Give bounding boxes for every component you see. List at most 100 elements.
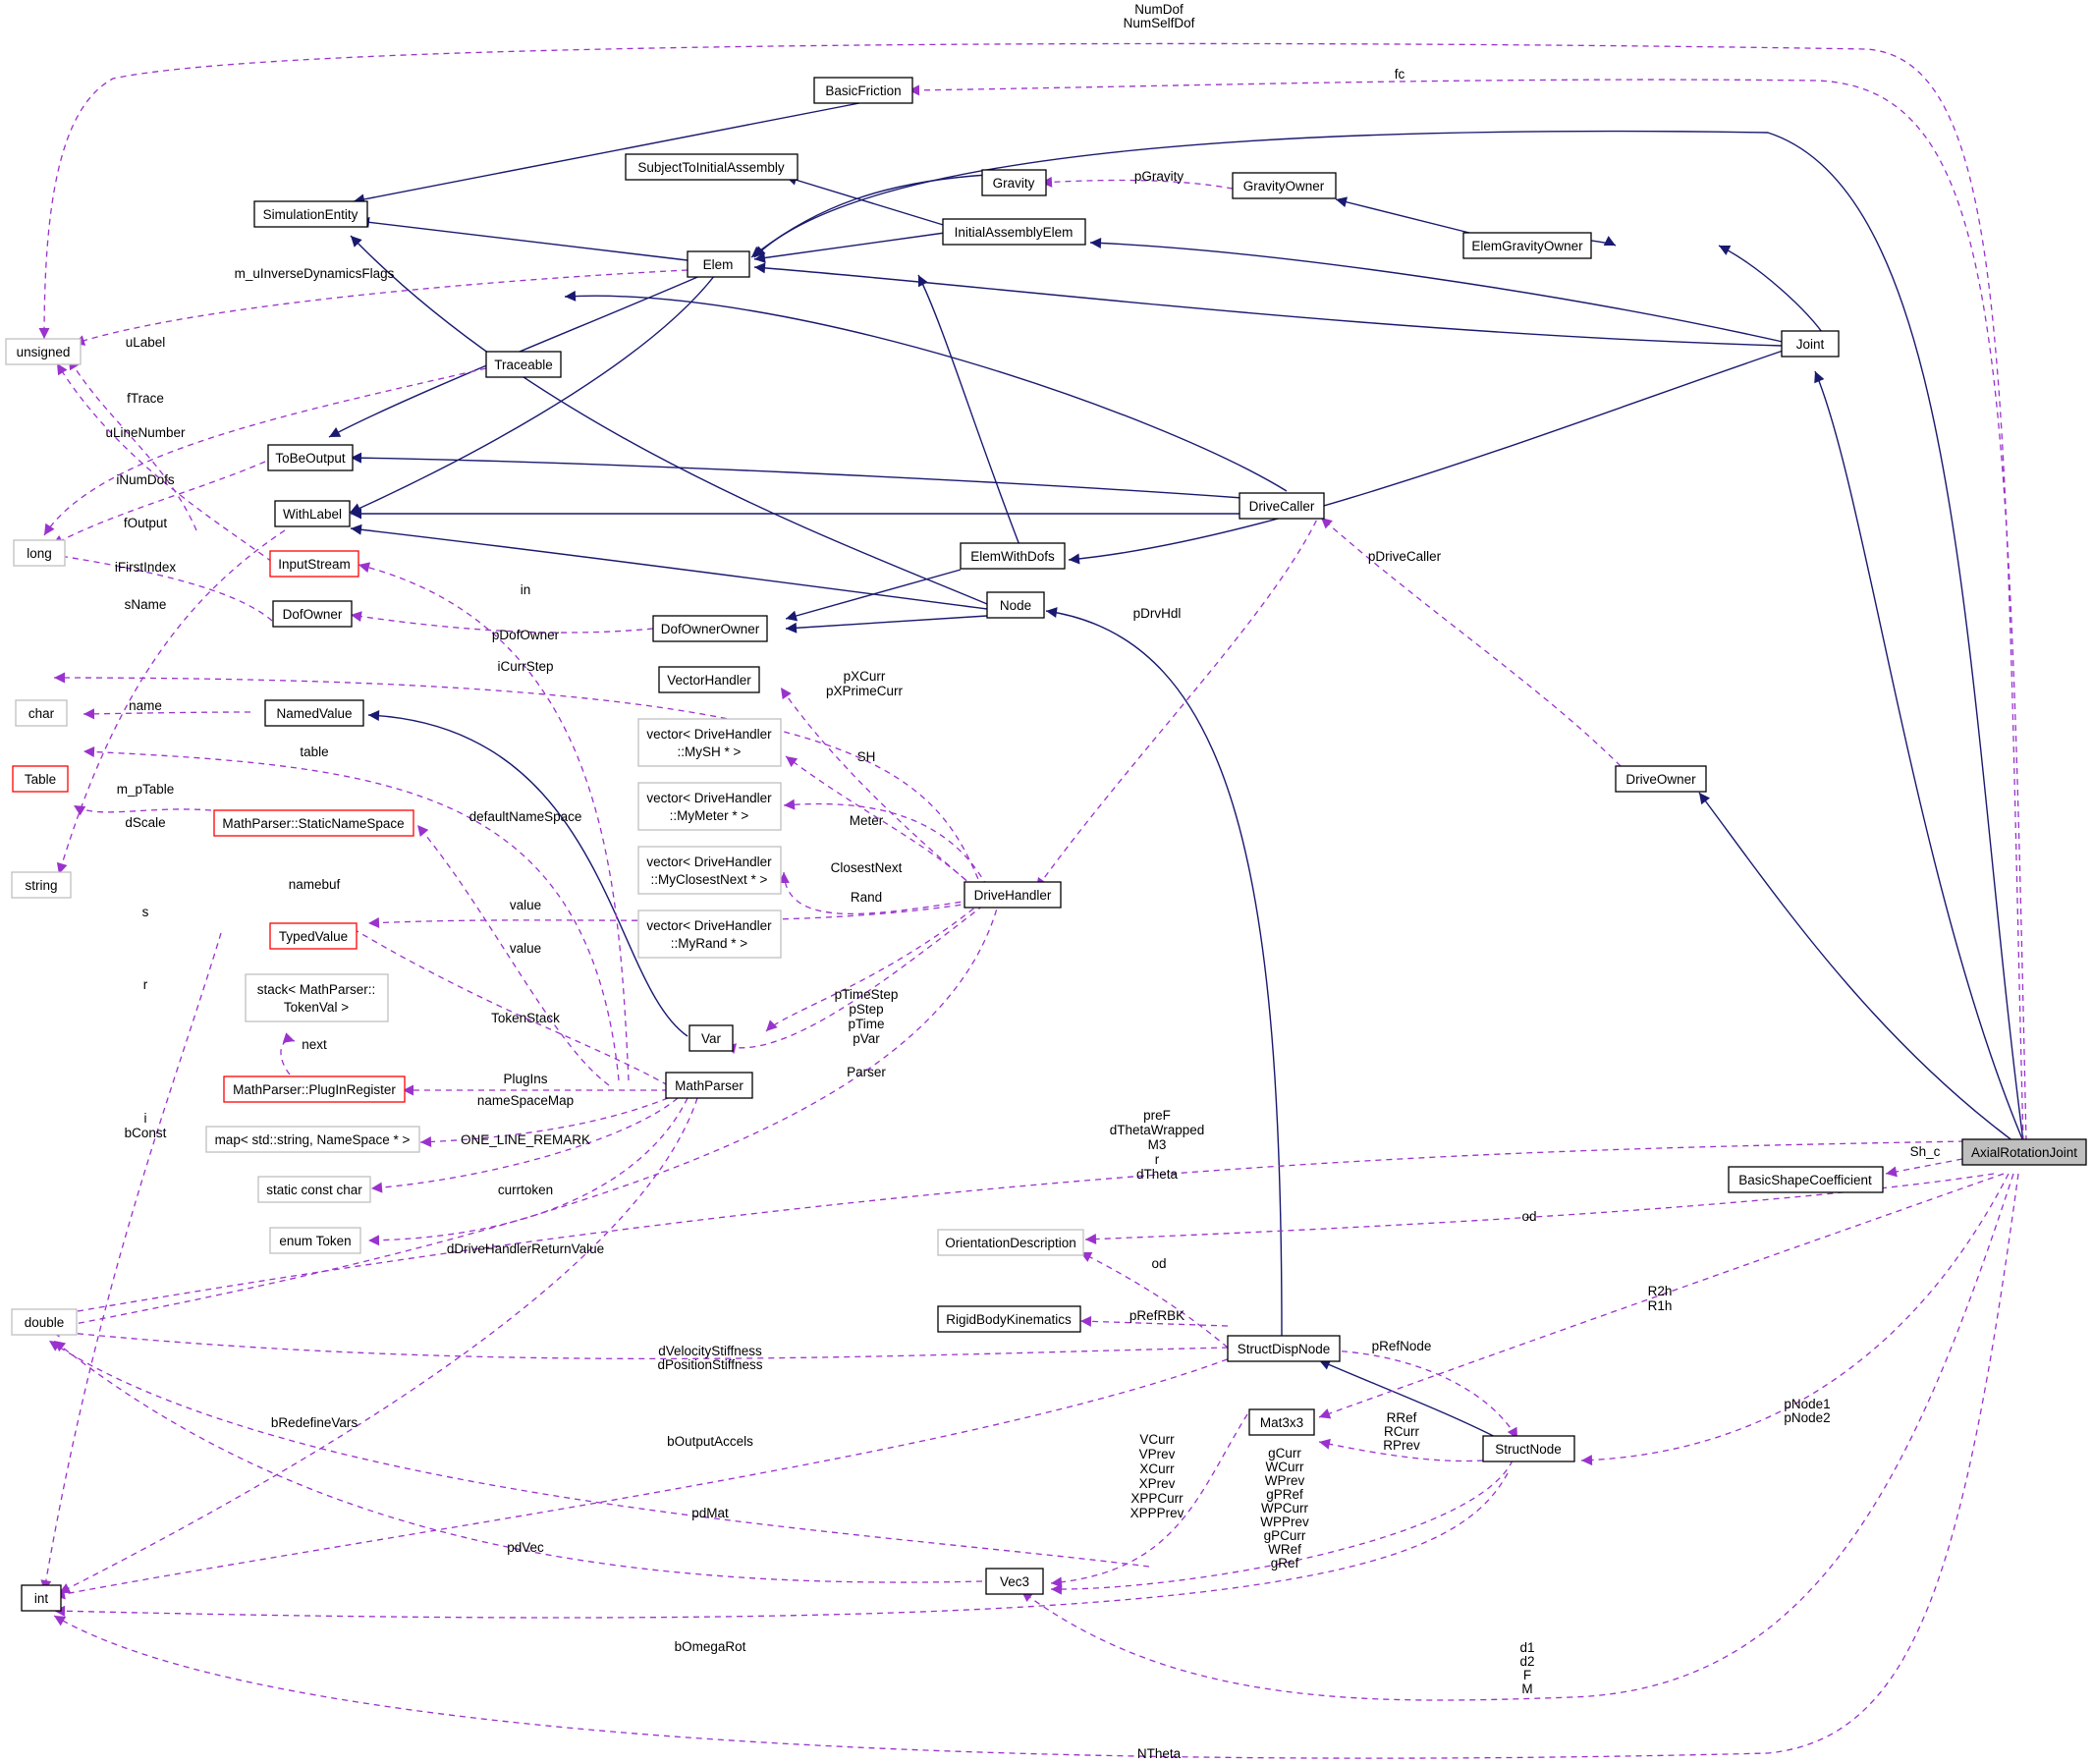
usage-edges: [38, 42, 2027, 1759]
node-WithLabel[interactable]: WithLabel: [274, 500, 351, 527]
label-pRefRBK: pRefRBK: [1129, 1308, 1184, 1323]
svg-text:DriveCaller: DriveCaller: [1249, 499, 1315, 514]
svg-text:stack< MathParser::: stack< MathParser::: [257, 982, 375, 997]
svg-text:ElemGravityOwner: ElemGravityOwner: [1471, 239, 1583, 253]
svg-text:Traceable: Traceable: [494, 358, 553, 372]
label-ONE-LINE-REMARK: ONE_LINE_REMARK: [461, 1132, 590, 1147]
node-VectorHandler[interactable]: VectorHandler: [658, 666, 760, 693]
node-DofOwner[interactable]: DofOwner: [272, 600, 353, 628]
label-Sh-c: Sh_c: [1910, 1144, 1941, 1159]
svg-text:AxialRotationJoint: AxialRotationJoint: [1971, 1145, 2077, 1160]
node-Var[interactable]: Var: [688, 1024, 734, 1052]
node-SubjectToInitialAssembly[interactable]: SubjectToInitialAssembly: [625, 153, 799, 181]
node-DriveHandler[interactable]: DriveHandler: [964, 881, 1062, 909]
label-PlugIns: PlugIns: [503, 1072, 547, 1086]
node-DofOwnerOwner[interactable]: DofOwnerOwner: [652, 615, 768, 642]
svg-text:ToBeOutput: ToBeOutput: [275, 451, 346, 466]
node-Node[interactable]: Node: [986, 591, 1045, 619]
node-Gravity[interactable]: Gravity: [981, 169, 1047, 196]
svg-text:long: long: [27, 546, 52, 561]
svg-text:RigidBodyKinematics: RigidBodyKinematics: [946, 1312, 1072, 1327]
node-DriveCaller[interactable]: DriveCaller: [1239, 492, 1325, 520]
svg-text:MathParser::PlugInRegister: MathParser::PlugInRegister: [233, 1082, 396, 1097]
svg-text:Elem: Elem: [703, 257, 734, 272]
svg-text:SubjectToInitialAssembly: SubjectToInitialAssembly: [637, 160, 785, 175]
svg-text:StructDispNode: StructDispNode: [1238, 1342, 1331, 1356]
node-BasicShapeCoefficient[interactable]: BasicShapeCoefficient: [1728, 1166, 1884, 1193]
label-iNumDofs: iNumDofs: [116, 472, 175, 487]
node-OrientationDescription[interactable]: OrientationDescription: [937, 1229, 1084, 1256]
node-int[interactable]: int: [21, 1584, 62, 1612]
node-RigidBodyKinematics[interactable]: RigidBodyKinematics: [937, 1305, 1081, 1333]
svg-text:DofOwnerOwner: DofOwnerOwner: [661, 622, 760, 636]
node-vecMyMeter[interactable]: vector< DriveHandler::MyMeter * >: [637, 782, 782, 831]
node-BasicFriction[interactable]: BasicFriction: [813, 77, 913, 104]
svg-text:DofOwner: DofOwner: [283, 607, 343, 622]
node-TypedValue[interactable]: TypedValue: [269, 922, 358, 950]
label-pdVec: pdVec: [507, 1540, 544, 1555]
node-AxialRotationJoint[interactable]: AxialRotationJoint: [1961, 1138, 2087, 1166]
label-iCurrStep: iCurrStep: [497, 659, 553, 674]
node-SimulationEntity[interactable]: SimulationEntity: [253, 200, 368, 228]
node-DriveOwner[interactable]: DriveOwner: [1615, 765, 1707, 793]
svg-text:TokenVal >: TokenVal >: [284, 1000, 349, 1015]
node-Elem[interactable]: Elem: [687, 250, 750, 278]
svg-text:NamedValue: NamedValue: [276, 706, 352, 721]
node-Traceable[interactable]: Traceable: [485, 351, 562, 378]
node-vecMySH[interactable]: vector< DriveHandler::MySH * >: [637, 718, 782, 767]
node-unsigned[interactable]: unsigned: [5, 338, 82, 365]
node-NamedValue[interactable]: NamedValue: [264, 699, 364, 727]
svg-text:::MyMeter * >: ::MyMeter * >: [670, 808, 749, 823]
svg-text:Gravity: Gravity: [993, 176, 1035, 191]
label-sName: sName: [125, 597, 167, 612]
node-Joint[interactable]: Joint: [1781, 330, 1840, 358]
node-staticConstChar[interactable]: static const char: [257, 1176, 371, 1203]
node-PlugInRegister[interactable]: MathParser::PlugInRegister: [223, 1075, 406, 1103]
node-long[interactable]: long: [13, 539, 66, 567]
label-ClosestNext: ClosestNext: [831, 860, 903, 875]
label-m-uInverseDynamicsFlags: m_uInverseDynamicsFlags: [235, 266, 395, 281]
svg-text:vector< DriveHandler: vector< DriveHandler: [646, 918, 772, 933]
label-Rand: Rand: [851, 890, 882, 905]
label-value-1: value: [510, 898, 541, 912]
label-bRedefineVars: bRedefineVars: [271, 1415, 358, 1430]
node-mapNameSpace[interactable]: map< std::string, NameSpace * >: [205, 1126, 420, 1153]
svg-text:::MySH * >: ::MySH * >: [678, 744, 742, 759]
svg-text:::MyRand * >: ::MyRand * >: [671, 936, 748, 951]
node-stackTokenVal[interactable]: stack< MathParser::TokenVal >: [245, 973, 389, 1022]
node-InitialAssemblyElem[interactable]: InitialAssemblyElem: [942, 218, 1086, 246]
node-InputStream[interactable]: InputStream: [269, 550, 359, 578]
node-ToBeOutput[interactable]: ToBeOutput: [267, 444, 354, 471]
node-string[interactable]: string: [11, 871, 72, 899]
node-StructDispNode[interactable]: StructDispNode: [1227, 1335, 1341, 1362]
svg-text:map< std::string, NameSpace *: map< std::string, NameSpace * >: [215, 1132, 411, 1147]
node-ElemWithDofs[interactable]: ElemWithDofs: [960, 542, 1066, 570]
svg-text:TypedValue: TypedValue: [279, 929, 348, 944]
svg-text:enum Token: enum Token: [279, 1234, 351, 1248]
node-Vec3[interactable]: Vec3: [985, 1568, 1044, 1595]
node-GravityOwner[interactable]: GravityOwner: [1232, 172, 1337, 199]
node-ElemGravityOwner[interactable]: ElemGravityOwner: [1462, 232, 1592, 259]
svg-text:GravityOwner: GravityOwner: [1243, 179, 1325, 193]
node-vecMyRand[interactable]: vector< DriveHandler::MyRand * >: [637, 910, 782, 959]
node-double[interactable]: double: [11, 1308, 78, 1336]
node-enumToken[interactable]: enum Token: [269, 1227, 361, 1254]
node-MathParser[interactable]: MathParser: [665, 1072, 753, 1099]
label-name: name: [129, 698, 162, 713]
node-char[interactable]: char: [15, 699, 68, 727]
node-StructNode[interactable]: StructNode: [1482, 1435, 1575, 1462]
label-od-1: od: [1521, 1209, 1536, 1224]
node-StaticNameSpace[interactable]: MathParser::StaticNameSpace: [213, 809, 414, 837]
node-Table[interactable]: Table: [12, 765, 69, 793]
node-Mat3x3[interactable]: Mat3x3: [1248, 1408, 1315, 1436]
label-bOmegaRot: bOmegaRot: [675, 1639, 746, 1654]
node-vecMyClosestNext[interactable]: vector< DriveHandler::MyClosestNext * >: [637, 846, 782, 895]
